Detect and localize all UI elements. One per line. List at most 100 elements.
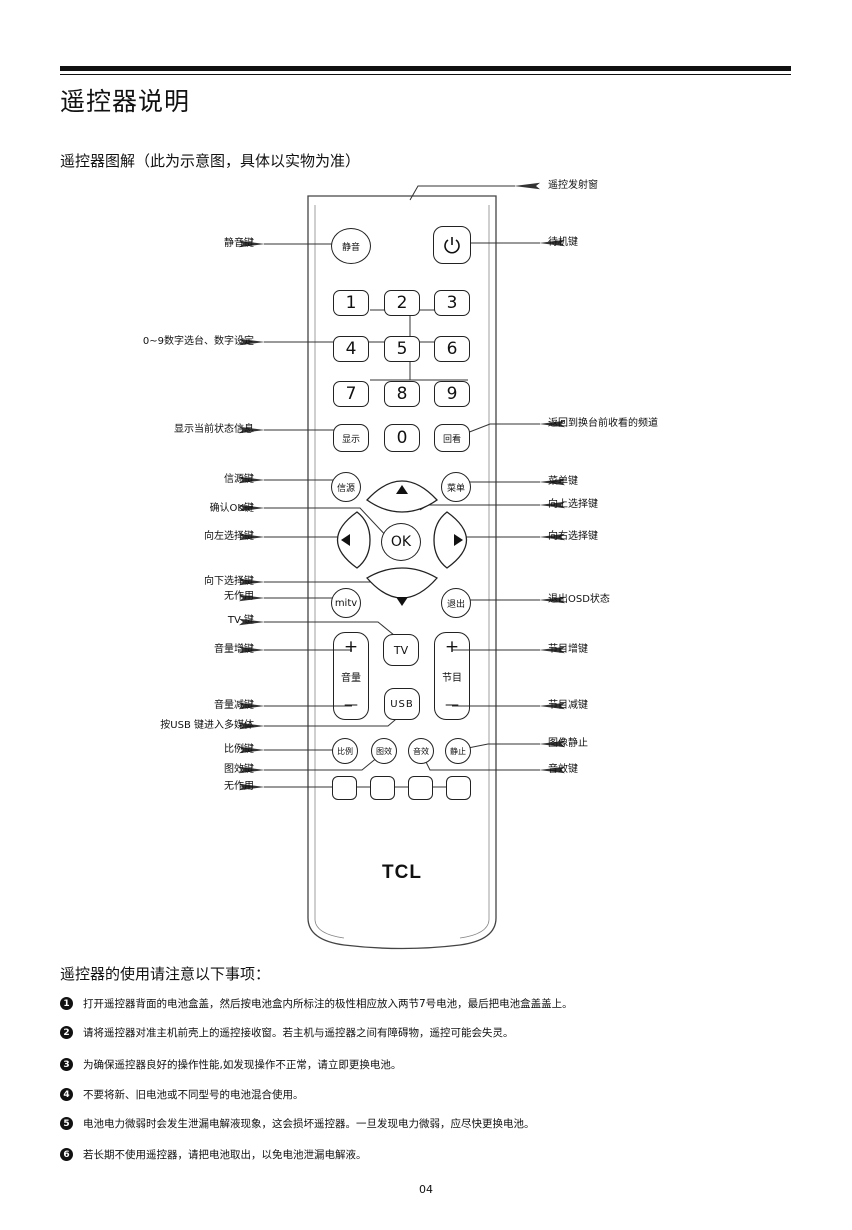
tv-button-label: TV [393, 643, 409, 657]
digit-7-button[interactable]: 7 [333, 381, 369, 407]
digit-2-button[interactable]: 2 [384, 290, 420, 316]
label-channel-down: 节目减键 [548, 700, 588, 711]
source-button-label: 信源 [336, 483, 355, 494]
label-color: 无作用 [224, 781, 254, 792]
arrow-down-icon [396, 597, 408, 606]
tv-button[interactable]: TV [383, 634, 419, 666]
digit-5-button[interactable]: 5 [384, 336, 420, 362]
picture-mode-button[interactable]: 图效 [371, 738, 397, 764]
ok-button[interactable]: OK [381, 523, 421, 561]
sound-mode-button-label: 音效 [413, 746, 429, 756]
leader-ir [409, 182, 540, 201]
header-rule-thin [60, 74, 791, 75]
arrow-up-icon [396, 485, 408, 494]
color-key-1[interactable] [332, 776, 357, 800]
page-title: 遥控器说明 [60, 87, 191, 116]
label-freeze: 图像静止 [548, 738, 588, 749]
digit-0-button[interactable]: 0 [384, 424, 420, 452]
recall-button-label: 回看 [442, 434, 461, 445]
label-channel-up: 节目增键 [548, 644, 588, 655]
source-button[interactable]: 信源 [331, 472, 361, 502]
label-mitv: 无作用 [224, 591, 254, 602]
label-display: 显示当前状态信息 [174, 424, 254, 435]
usb-button[interactable]: USB [384, 688, 420, 720]
label-usb: 按USB 键进入多媒体 [160, 720, 254, 731]
digit-label: 2 [396, 293, 408, 313]
label-volume-down: 音量减键 [214, 700, 254, 711]
bullet-4-icon: 4 [60, 1088, 73, 1101]
digit-label: 8 [396, 384, 408, 404]
digit-label: 7 [345, 384, 357, 404]
menu-button[interactable]: 菜单 [441, 472, 471, 502]
digit-3-button[interactable]: 3 [434, 290, 470, 316]
digit-4-button[interactable]: 4 [333, 336, 369, 362]
label-down: 向下选择键 [204, 576, 254, 587]
label-digits: 0~9数字选台、数字设定 [142, 336, 254, 347]
freeze-button[interactable]: 静止 [445, 738, 471, 764]
dpad-right-key [433, 511, 468, 569]
bullet-3-icon: 3 [60, 1058, 73, 1071]
digit-8-button[interactable]: 8 [384, 381, 420, 407]
arrow-left-icon [341, 534, 350, 546]
power-icon [444, 237, 460, 254]
usb-button-label: USB [390, 698, 414, 710]
exit-button[interactable]: 退出 [441, 588, 471, 618]
mute-button[interactable]: 静音 [331, 228, 371, 264]
label-tv: TV 键 [227, 615, 254, 626]
note-text: 不要将新、旧电池或不同型号的电池混合使用。 [83, 1089, 304, 1101]
digit-label: 0 [396, 428, 408, 448]
bullet-5-icon: 5 [60, 1117, 73, 1130]
label-recall: 返回到换台前收看的频道 [548, 418, 658, 429]
label-up: 向上选择键 [548, 499, 598, 510]
remote-body-edge-right [459, 205, 490, 939]
volume-minus-label[interactable]: — [344, 697, 358, 713]
header-rule-thick [60, 66, 791, 71]
digit-label: 6 [446, 339, 458, 359]
exit-button-label: 退出 [446, 599, 465, 610]
dpad-up-key [366, 480, 438, 513]
note-text: 打开遥控器背面的电池盒盖，然后按电池盒内所标注的极性相应放入两节7号电池，最后把… [83, 998, 573, 1010]
recall-button[interactable]: 回看 [434, 424, 470, 452]
label-ok: 确认OK键 [209, 503, 254, 514]
note-text: 若长期不使用遥控器，请把电池取出，以免电池泄漏电解液。 [83, 1149, 367, 1161]
label-left: 向左选择键 [204, 531, 254, 542]
sound-mode-button[interactable]: 音效 [408, 738, 434, 764]
dpad-left-key [336, 511, 371, 569]
label-right: 向右选择键 [548, 531, 598, 542]
digit-label: 4 [345, 339, 357, 359]
leader-ok [239, 504, 391, 541]
power-button[interactable] [433, 226, 471, 264]
note-text: 请将遥控器对准主机前壳上的遥控接收窗。若主机与遥控器之间有障碍物，遥控可能会失灵… [83, 1027, 514, 1039]
color-key-4[interactable] [446, 776, 471, 800]
channel-minus-label[interactable]: — [445, 697, 459, 713]
freeze-button-label: 静止 [450, 746, 466, 756]
display-button[interactable]: 显示 [333, 424, 369, 452]
volume-rocker[interactable] [333, 632, 369, 720]
note-item: 5 电池电力微弱时会发生泄漏电解液现象，这会损坏遥控器。一旦发现电力微弱，应尽快更… [60, 1116, 535, 1131]
color-key-2[interactable] [370, 776, 395, 800]
label-sound: 音效键 [548, 764, 578, 775]
page-number: 04 [419, 1183, 433, 1196]
mitv-button-label: mitv [334, 597, 358, 609]
volume-plus-label[interactable]: + [343, 637, 359, 657]
digit-6-button[interactable]: 6 [434, 336, 470, 362]
channel-plus-label[interactable]: + [444, 637, 460, 657]
color-key-3[interactable] [408, 776, 433, 800]
note-text: 为确保遥控器良好的操作性能,如发现操作不正常，请立即更换电池。 [83, 1059, 402, 1071]
channel-rocker-label: 节目 [442, 673, 462, 684]
digit-1-button[interactable]: 1 [333, 290, 369, 316]
note-text: 电池电力微弱时会发生泄漏电解液现象，这会损坏遥控器。一旦发现电力微弱，应尽快更换… [83, 1118, 535, 1130]
channel-rocker[interactable] [434, 632, 470, 720]
ratio-button[interactable]: 比例 [332, 738, 358, 764]
digit-9-button[interactable]: 9 [434, 381, 470, 407]
brand-logo: TCL [382, 862, 422, 883]
remote-body-edge [314, 205, 345, 939]
mitv-button[interactable]: mitv [331, 588, 361, 618]
label-power: 待机键 [548, 237, 578, 248]
digit-label: 3 [446, 293, 458, 313]
menu-button-label: 菜单 [446, 483, 465, 494]
